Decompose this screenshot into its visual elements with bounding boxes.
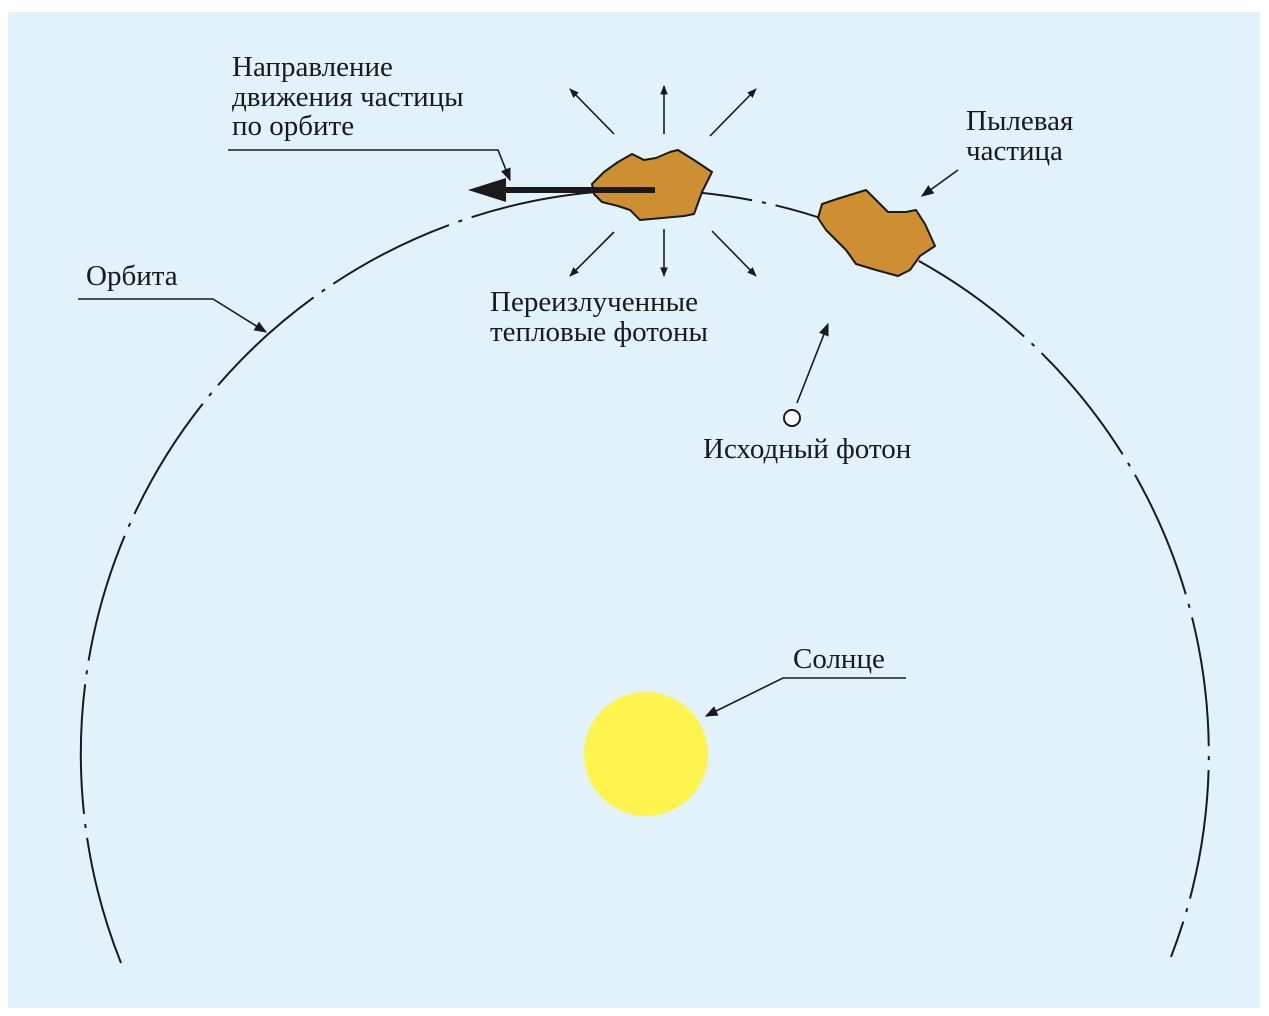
sun: [584, 692, 708, 816]
photon-arrow-sw: [570, 232, 614, 276]
orbit-label: Орбита: [86, 260, 178, 292]
dust-label: Пылевая частица: [966, 105, 1073, 167]
direction-label-line1: Направление: [232, 51, 393, 83]
direction-leader: [228, 150, 510, 180]
sun-label: Солнце: [793, 643, 885, 675]
source-photon-icon: [784, 410, 800, 426]
orbit-leader: [78, 299, 266, 332]
dust-label-line1: Пылевая: [966, 105, 1073, 137]
photons-label: Переизлученные тепловые фотоны: [490, 286, 708, 348]
dust-leader: [922, 170, 958, 196]
dust-particle-moving: [592, 150, 712, 220]
source-photon-path: [797, 324, 828, 403]
photons-label-line2: тепловые фотоны: [490, 316, 708, 348]
motion-direction-arrowhead: [468, 178, 506, 202]
direction-label-line2: движения частицы: [232, 81, 464, 113]
photons-label-line1: Переизлученные: [490, 286, 698, 318]
photon-arrow-ne: [710, 89, 756, 136]
source-photon-label: Исходный фотон: [703, 433, 911, 465]
dust-particle: [818, 190, 935, 276]
photon-arrow-se: [712, 231, 756, 276]
sun-leader: [706, 678, 906, 716]
dust-label-line2: частица: [966, 135, 1063, 167]
direction-label: Направление движения частицы по орбите: [232, 51, 464, 142]
photon-arrow-nw: [570, 89, 614, 134]
direction-label-line3: по орбите: [232, 110, 354, 142]
